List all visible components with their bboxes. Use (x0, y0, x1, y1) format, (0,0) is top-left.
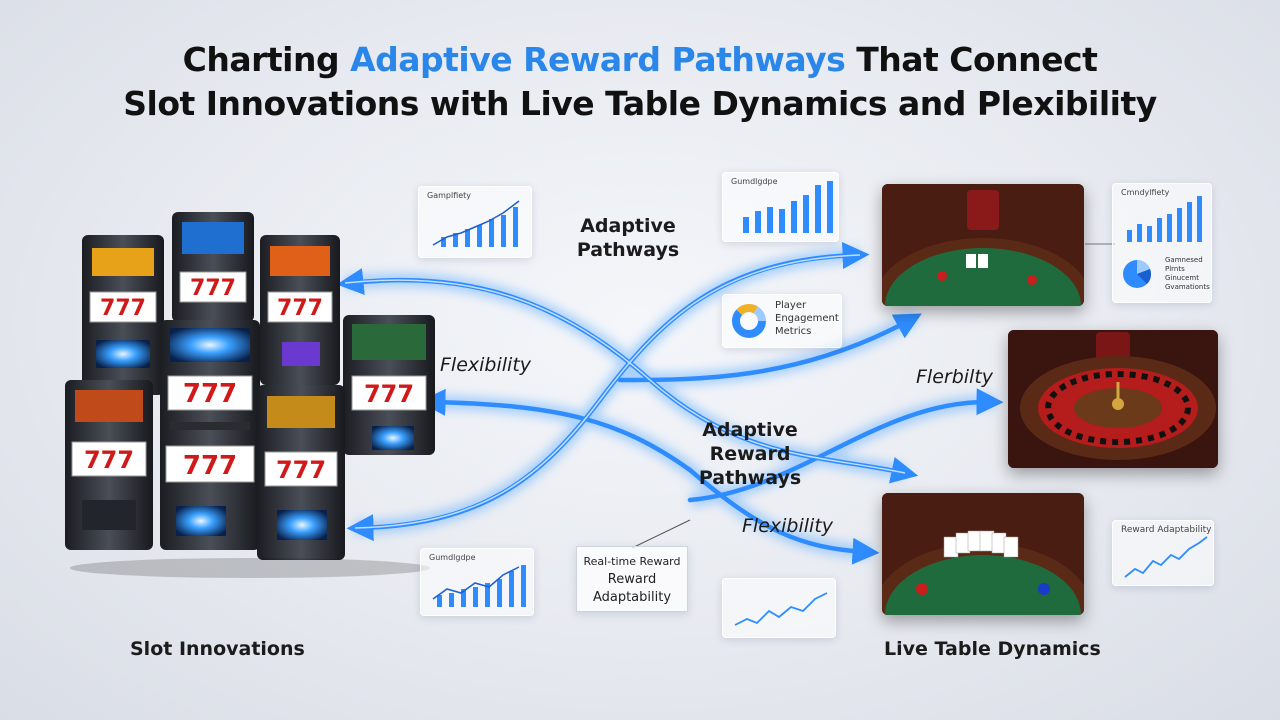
slot-machine-middle-center: 777 777 (160, 320, 260, 550)
reward-box-line-3: Adaptability (592, 590, 672, 605)
reward-box-line-2: Reward (607, 572, 657, 587)
card-table-bottom (882, 493, 1084, 615)
legend-line-3: Ginucemt (1165, 274, 1199, 282)
chart-card-top-left: Gamplfiety (418, 186, 532, 258)
blackjack-table-top (882, 184, 1084, 306)
label-flexibility-left: Flexibility (440, 354, 532, 376)
title-accent: Adaptive Reward Pathways (350, 40, 846, 79)
legend-line-2: Plrnts (1165, 265, 1185, 273)
card-title: Gamplfiety (427, 191, 472, 200)
mini-bar-chart (1123, 196, 1202, 288)
card-title: Cmndylfiety (1121, 188, 1170, 197)
title-line-2: Slot Innovations with Live Table Dynamic… (123, 84, 1157, 123)
line-chart-card-bottom (722, 578, 836, 638)
slot-machines-cluster: 777 777 777 777 777 777 777 (65, 212, 435, 578)
roulette-table (1008, 330, 1218, 468)
reward-box-line-1: Real-time Reward (583, 555, 681, 568)
svg-text:777: 777 (364, 380, 414, 408)
label-slot-innovations: Slot Innovations (130, 638, 305, 660)
flow-arrow-to-roulette (687, 388, 1004, 503)
label-adaptive-reward-pathways: Adaptive Reward Pathways (660, 418, 840, 490)
svg-text:777: 777 (190, 276, 236, 301)
flow-arrow-to-table-bottom (687, 467, 880, 565)
label-live-table-dynamics: Live Table Dynamics (884, 638, 1101, 660)
metric-line-2: Engagement (775, 313, 839, 324)
card-title: Reward Adaptability (1121, 525, 1212, 535)
metric-line-1: Player (775, 300, 807, 311)
slot-machine-middle-right: 777 (343, 315, 435, 455)
mini-bar-chart (432, 200, 520, 247)
mini-bar-chart (432, 565, 526, 607)
svg-text:777: 777 (84, 446, 134, 474)
slot-machine-front-left: 777 (65, 380, 153, 550)
slot-machine-back-left: 777 (82, 235, 164, 395)
connector-line-reward-box (631, 519, 691, 549)
svg-text:777: 777 (277, 296, 323, 321)
label-adaptive-pathways-line-2: Pathways (576, 239, 680, 261)
slot-machine-back-right: 777 (260, 235, 340, 385)
card-title: Gumdlgdpe (429, 553, 476, 562)
chart-card-bottom-left: Gumdlgdpe (420, 548, 534, 616)
metric-line-3: Metrics (775, 326, 812, 337)
flow-arrow-to-slots-middle (418, 388, 693, 473)
card-title: Gumdlgdpe (731, 177, 778, 186)
label-adaptive-pathways: Adaptive Pathways (568, 214, 688, 262)
chart-card-top-right: Cmndylfiety Gamnesed Plrnts Ginucemt Gva… (1112, 183, 1212, 303)
page-title: Charting Adaptive Reward Pathways That C… (0, 38, 1280, 126)
mini-line-chart (1124, 536, 1208, 578)
title-prefix: Charting (182, 40, 351, 79)
reward-adaptability-card: Reward Adaptability (1112, 520, 1214, 586)
title-line-1: Charting Adaptive Reward Pathways That C… (0, 38, 1280, 82)
legend-line-4: Gvamationts (1165, 283, 1210, 291)
label-adaptive-pathways-line-1: Adaptive (580, 215, 676, 237)
label-flexibility-bottom: Flexibility (742, 515, 834, 537)
mini-line-chart (734, 592, 828, 626)
svg-text:777: 777 (276, 456, 326, 484)
player-engagement-card: Player Engagement Metrics (722, 294, 842, 348)
svg-text:777: 777 (183, 379, 237, 409)
svg-text:777: 777 (183, 451, 237, 481)
label-adaptive-reward-line-1: Adaptive Reward (702, 419, 798, 465)
svg-text:777: 777 (100, 296, 146, 321)
label-adaptive-reward-line-2: Pathways (698, 467, 802, 489)
mini-bar-chart (743, 181, 833, 233)
realtime-reward-box: Real-time Reward Reward Adaptability (576, 546, 688, 612)
slot-machine-back-center: 777 (172, 212, 254, 322)
donut-chart-icon (732, 304, 766, 338)
title-suffix: That Connect (845, 40, 1098, 79)
label-flerbilty: Flerbilty (916, 366, 994, 388)
flow-highlights (344, 254, 906, 529)
flow-arrow-to-table-middle (617, 313, 922, 383)
legend-line-1: Gamnesed (1165, 256, 1203, 264)
chart-card-top-middle: Gumdlgdpe (722, 172, 839, 242)
slot-machine-front-right: 777 (257, 385, 345, 560)
